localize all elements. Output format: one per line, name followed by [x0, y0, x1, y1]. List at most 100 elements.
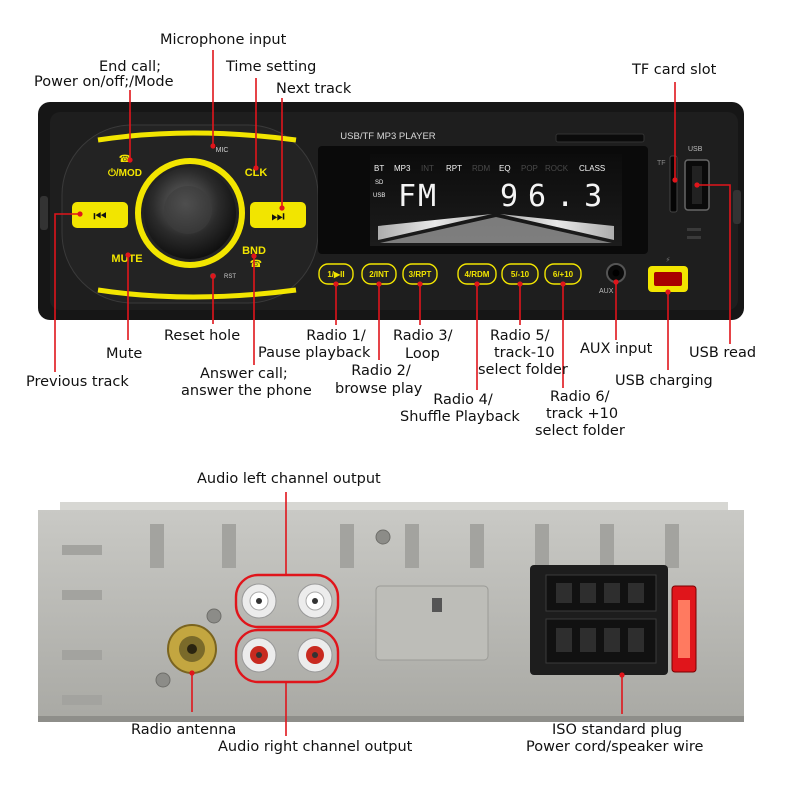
clk-button[interactable]: CLK: [245, 167, 268, 179]
label-usb-charging: USB charging: [615, 373, 713, 389]
label-radio4-2: Shuffle Playback: [400, 409, 520, 425]
back-panel-shadow: [38, 716, 744, 722]
front-callout-dots: [77, 143, 700, 295]
previous-track-button[interactable]: [72, 202, 128, 228]
front-callout-lines: [54, 50, 731, 390]
tf-card-port[interactable]: [669, 155, 678, 213]
usb-charging-port-inner: [654, 272, 682, 286]
usb-icon: USB: [373, 193, 385, 199]
label-iso-2: Power cord/speaker wire: [526, 739, 704, 755]
aux-port-hole: [612, 269, 620, 277]
back-panel: [38, 502, 744, 722]
rst-label: RST: [224, 274, 236, 280]
mute-button[interactable]: MUTE: [111, 253, 142, 265]
label-reset-hole: Reset hole: [164, 328, 241, 344]
back-callout-lines: [191, 492, 623, 736]
rca-white-right[interactable]: [297, 583, 333, 619]
label-audio-left: Audio left channel output: [197, 471, 381, 487]
button-5-label: 5/-10: [511, 270, 530, 279]
fuse: [678, 600, 690, 658]
grille-1: [687, 228, 701, 231]
line-usb-read: [697, 184, 731, 344]
mic-label: MIC: [216, 147, 229, 154]
button-2-label: 2/INT: [369, 270, 389, 279]
bottom-light-bar: [97, 287, 297, 300]
screw-2: [155, 672, 171, 688]
label-radio6-1: Radio 6/: [550, 389, 610, 405]
back-clip: [432, 598, 442, 612]
ind-rpt: RPT: [446, 164, 462, 173]
label-aux-input: AUX input: [580, 341, 653, 357]
label-microphone-input: Microphone input: [160, 32, 287, 48]
charging-icon: ⚡: [666, 256, 671, 264]
label-next-track: Next track: [276, 81, 352, 97]
button-4-label: 4/RDM: [465, 270, 490, 279]
ind-rock: ROCK: [545, 164, 569, 173]
button-1-label: 1/▶II: [327, 270, 344, 279]
label-answer-call-1: Answer call;: [200, 366, 288, 382]
back-panel-top-edge: [60, 502, 728, 512]
usb-label: USB: [688, 146, 703, 153]
ind-int: INT: [421, 164, 434, 173]
rca-right-group: [234, 628, 340, 684]
label-radio5-2: track-10: [494, 345, 555, 361]
prev-icon: ⏮: [93, 208, 107, 225]
label-answer-call-2: answer the phone: [181, 383, 312, 399]
label-end-call-2: Power on/off;/Mode: [34, 74, 174, 90]
label-radio3-1: Radio 3/: [393, 328, 453, 344]
tf-label: TF: [657, 160, 666, 167]
label-end-call-1: End call;: [99, 59, 161, 75]
label-radio5-3: select folder: [478, 362, 568, 378]
label-audio-right: Audio right channel output: [218, 739, 413, 755]
label-radio6-2: track +10: [546, 406, 619, 422]
ind-bt: BT: [374, 164, 384, 173]
front-panel: ⏮ ⏭ ☎ ⏻/MOD CLK MUTE BND ☎ MIC RST USB/T…: [38, 102, 744, 320]
mod-button[interactable]: ⏻/MOD: [108, 167, 142, 179]
preset-buttons: 1/▶II 2/INT 3/RPT 4/RDM 5/-10 6/+10: [318, 263, 582, 285]
rca-red-right[interactable]: [297, 637, 333, 673]
tf-card-slot[interactable]: [555, 133, 645, 143]
lcd-eq-visual: [378, 214, 614, 243]
label-radio6-3: select folder: [535, 423, 625, 439]
ind-class: CLASS: [579, 164, 605, 173]
label-radio5-1: Radio 5/: [490, 328, 550, 344]
label-mute: Mute: [106, 346, 143, 362]
label-radio2-2: browse play: [335, 381, 423, 397]
top-light-bar: [97, 130, 297, 143]
knob-cap: [164, 186, 212, 234]
label-radio1-2: Pause playback: [258, 345, 371, 361]
phone-icon-bottom: ☎: [250, 259, 262, 270]
antenna-socket-pin: [187, 644, 197, 654]
next-track-button[interactable]: [250, 202, 306, 228]
label-radio4-1: Radio 4/: [433, 392, 493, 408]
back-vent-plate: [375, 585, 489, 661]
left-side-clip: [40, 196, 48, 230]
screw-1: [375, 529, 391, 545]
screw-3: [206, 608, 222, 624]
label-radio1-1: Radio 1/: [306, 328, 366, 344]
bnd-button[interactable]: BND: [242, 245, 266, 257]
button-3-label: 3/RPT: [409, 270, 432, 279]
rca-red-left[interactable]: [241, 637, 277, 673]
rca-white-left[interactable]: [241, 583, 277, 619]
ind-pop: POP: [521, 164, 538, 173]
ind-rdm: RDM: [472, 164, 491, 173]
button-6-label: 6/+10: [553, 270, 574, 279]
label-usb-read: USB read: [689, 345, 757, 361]
knob-ring: [135, 158, 245, 268]
lcd-indicators: BT MP3 INT RPT RDM EQ POP ROCK CLASS SD …: [373, 164, 605, 199]
lcd-frequency: 96.3: [500, 179, 612, 214]
rca-left-group: [234, 573, 340, 629]
phone-icon-top: ☎: [119, 154, 131, 165]
ind-eq: EQ: [499, 164, 511, 173]
next-icon: ⏭: [271, 208, 285, 225]
label-time-setting: Time setting: [226, 59, 317, 75]
player-header: USB/TF MP3 PLAYER: [340, 131, 436, 142]
label-iso-1: ISO standard plug: [552, 722, 683, 738]
grille-2: [687, 236, 701, 239]
label-radio3-2: Loop: [405, 346, 440, 362]
ind-mp3: MP3: [394, 164, 411, 173]
back-callout-dots: [189, 670, 625, 678]
label-radio-antenna: Radio antenna: [131, 722, 237, 738]
